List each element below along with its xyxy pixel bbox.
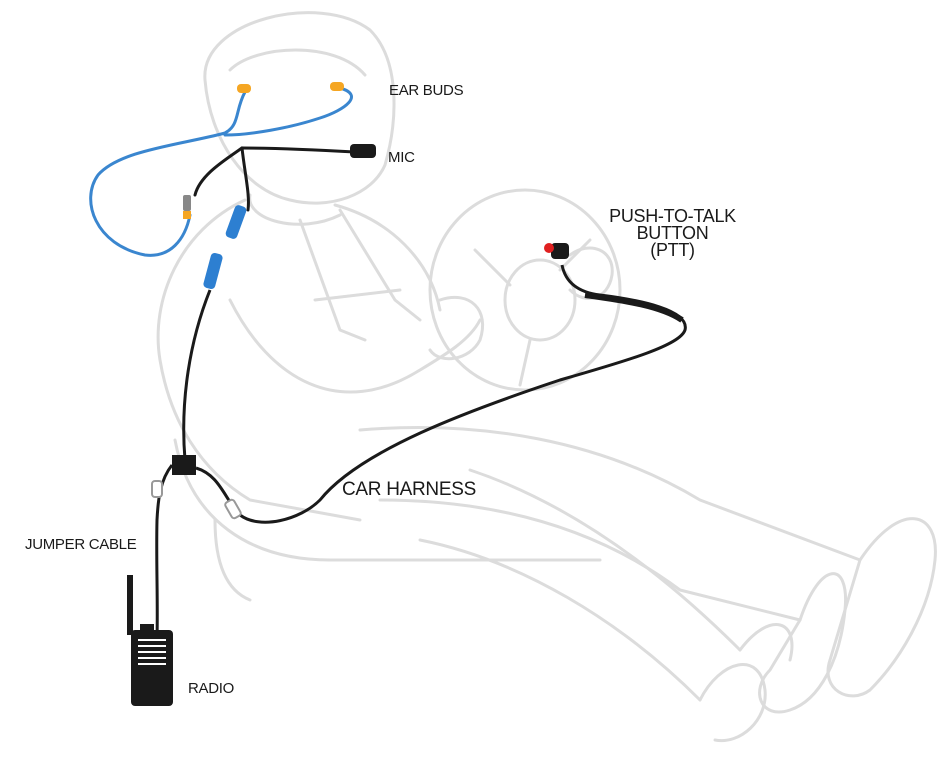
headset-cable	[193, 146, 357, 212]
ptt-label-line3: (PTT)	[650, 240, 695, 260]
inline-connector-icon	[203, 205, 247, 290]
radio-label: RADIO	[188, 680, 235, 697]
ptt-coil	[584, 292, 684, 323]
jumper-cable-label: JUMPER CABLE	[25, 536, 137, 553]
ptt-label-line1: PUSH-TO-TALK	[609, 206, 736, 226]
harness-connector-icon	[224, 498, 242, 520]
radio-icon	[127, 575, 173, 706]
driver-silhouette	[156, 11, 937, 743]
mic-icon	[350, 144, 376, 158]
earbud-wire	[89, 86, 353, 257]
ptt-label: PUSH-TO-TALK BUTTON (PTT)	[590, 206, 755, 260]
ear-buds-label: EAR BUDS	[389, 82, 464, 99]
ptt-button-icon	[544, 243, 569, 259]
car-harness-label: CAR HARNESS	[342, 479, 476, 500]
ptt-label-line2: BUTTON	[636, 223, 709, 243]
jumper-connector-icon	[151, 480, 163, 498]
main-cable	[182, 289, 212, 461]
earbud-connector-icon	[183, 195, 191, 219]
mic-label: MIC	[388, 149, 415, 166]
right-earbud-icon	[330, 82, 344, 91]
left-earbud-icon	[237, 84, 251, 93]
junction-box-icon	[172, 455, 196, 475]
